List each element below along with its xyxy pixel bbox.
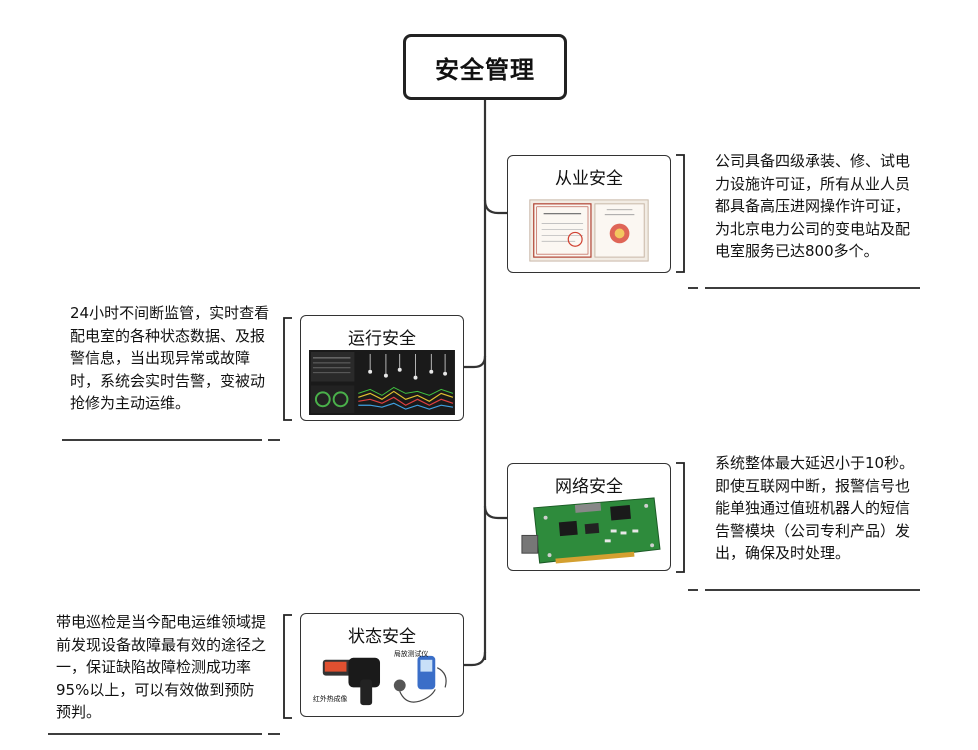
node-label-occupational: 从业安全 <box>555 169 623 189</box>
root-node: 安全管理 <box>403 34 567 100</box>
description-network: 系统整体最大延迟小于10秒。即使互联网中断，报警信号也能单独通过值班机器人的短信… <box>715 454 915 562</box>
node-label-network: 网络安全 <box>555 477 623 497</box>
root-title: 安全管理 <box>435 55 535 84</box>
branch-line-network <box>483 505 507 520</box>
description-occupational: 公司具备四级承装、修、试电力设施许可证，所有从业人员都具备高压进网操作许可证，为… <box>715 152 911 260</box>
device-caption-pd-tester: 局放测试仪 <box>394 649 429 658</box>
inspection-devices-image: 局放测试仪 红外热成像 <box>313 649 447 706</box>
node-label-status: 状态安全 <box>348 627 416 647</box>
branch-line-status <box>464 651 487 667</box>
description-operation: 24小时不间断监管，实时查看配电室的各种状态数据、及报警信息，当出现异常或故障时… <box>70 304 270 412</box>
node-network: 网络安全 <box>507 463 671 571</box>
bracket-operation <box>283 317 292 421</box>
certificate-image <box>529 199 649 262</box>
monitoring-screen-image <box>309 350 455 416</box>
node-label-operation: 运行安全 <box>348 329 416 349</box>
description-status: 带电巡检是当今配电运维领域提前发现设备故障最有效的途径之一，保证缺陷故障检测成功… <box>56 613 267 721</box>
bracket-occupational <box>676 154 685 273</box>
bracket-network <box>676 462 685 573</box>
circuit-board-image <box>521 497 661 564</box>
device-caption-thermal-imager: 红外热成像 <box>313 694 348 703</box>
branch-line-occupational <box>483 199 507 215</box>
branch-line-operation <box>464 355 487 369</box>
node-operation: 运行安全 <box>300 315 464 421</box>
node-status: 状态安全 局放测试仪 红外热成像 <box>300 613 464 717</box>
node-occupational: 从业安全 <box>507 155 671 273</box>
bracket-status <box>283 614 292 719</box>
